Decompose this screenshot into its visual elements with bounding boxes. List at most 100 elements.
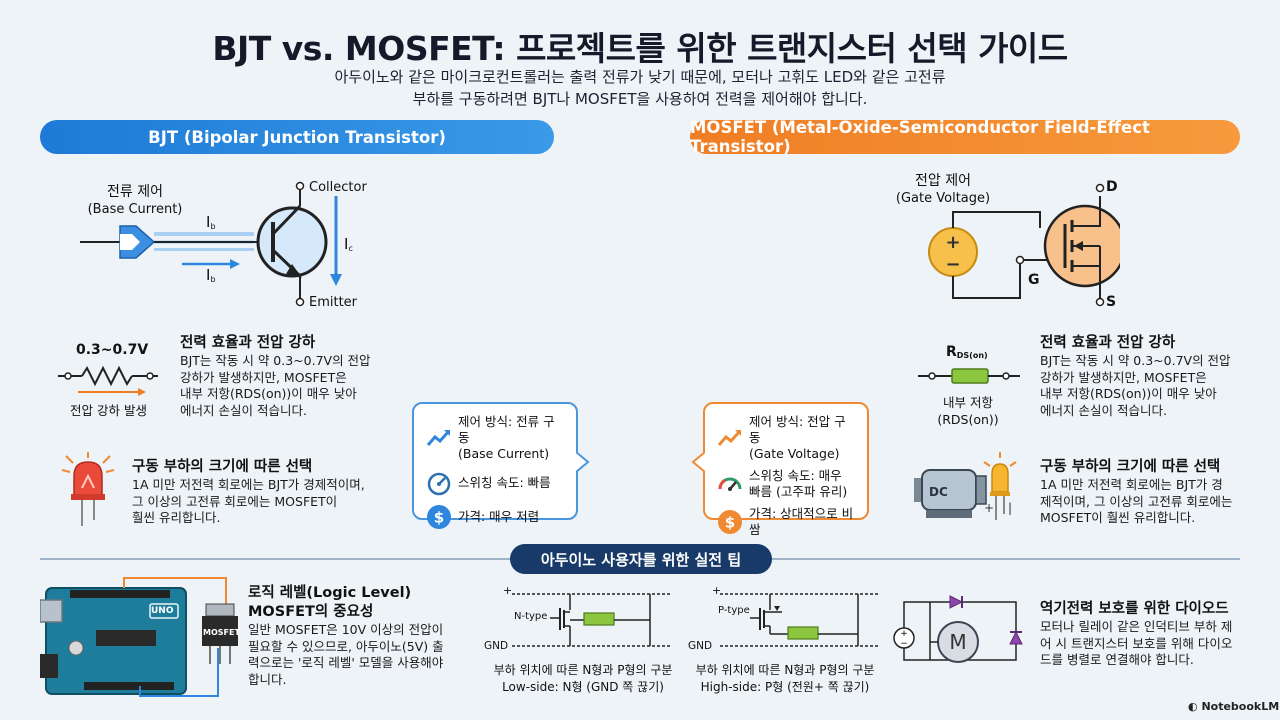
bjt-ib-bottom-label: Ib [206, 266, 216, 285]
mosfet-efficiency-body-4: 에너지 손실이 적습니다. [1040, 402, 1167, 418]
mosfet-card-pointer [691, 452, 705, 472]
mosfet-section-header: MOSFET (Metal-Oxide-Semiconductor Field-… [690, 118, 1240, 156]
flyback-diode-circuit: + − M [893, 595, 1023, 663]
diode-title: 역기전력 보호를 위한 다이오드 [1040, 601, 1229, 617]
bjt-control-label: 전류 제어 (Base Current) [70, 184, 200, 218]
logic-level-body-2: 필요할 수 있으므로, 아두이노(5V) 출 [248, 638, 444, 654]
notebooklm-watermark: ◐ NotebookLM [1188, 700, 1279, 713]
bjt-card-control-row: 제어 방식: 전류 구동 (Base Current) [426, 414, 564, 462]
vdrop-value: 0.3~0.7V [76, 342, 149, 358]
collector-label: Collector [309, 180, 367, 195]
subtitle-line-1: 아두이노와 같은 마이크로컨트롤러는 출력 전류가 낮기 때문에, 모터나 고휘… [334, 68, 946, 86]
vdrop-caption: 전압 강하 발생 [70, 403, 147, 418]
rds-label: RDS(on) [946, 344, 988, 360]
svg-text:+: + [984, 501, 994, 515]
mosfet-efficiency-body-2: 강하가 발생하지만, MOSFET은 [1040, 369, 1207, 385]
bjt-efficiency-body-4: 에너지 손실이 적습니다. [180, 402, 307, 418]
mosfet-load-block: 구동 부하의 크기에 따른 선택 1A 미만 저전력 회로에는 BJT가 경 제… [1040, 458, 1260, 527]
bjt-ib-top-label: Ib [206, 213, 216, 232]
dc-motor-label: DC [929, 485, 948, 499]
bjt-card-control-text: 제어 방식: 전류 구동 (Base Current) [458, 414, 564, 462]
mosfet-source-label: S [1106, 294, 1117, 310]
mosfet-efficiency-body-1: BJT는 작동 시 약 0.3~0.7V의 전압 [1040, 353, 1231, 368]
bjt-card-pointer [576, 452, 590, 472]
speedometer-icon [718, 477, 742, 491]
bjt-card-price-row: $ 가격: 매우 저렴 [426, 504, 564, 530]
trend-up-icon [717, 429, 742, 446]
bjt-control-title: 전류 제어 [107, 184, 163, 200]
mosfet-card-control-sub: (Gate Voltage) [749, 446, 840, 461]
resistor-vdrop-icon [58, 365, 158, 396]
mosfet-diagram: + − [928, 183, 1120, 307]
svg-text:−: − [900, 639, 908, 649]
p-type-label: P-type [718, 605, 750, 616]
bjt-card-speed-row: 스위칭 속도: 빠름 [426, 470, 564, 496]
dollar-coin-icon: $ [718, 510, 742, 534]
p-plus-label: + [712, 584, 722, 597]
mosfet-card-speed-row: 스위칭 속도: 매우 빠름 (고주파 유리) [717, 468, 855, 500]
logic-level-title-1: 로직 레벨(Logic Level) [248, 585, 412, 601]
diode-body-3: 드를 병렬로 연결해야 합니다. [1040, 652, 1194, 667]
tips-section-header: 아두이노 사용자를 위한 실전 팁 [510, 544, 772, 574]
notebooklm-logo-icon: ◐ [1188, 700, 1202, 713]
emitter-label: Emitter [309, 295, 358, 310]
n-caption-2: Low-side: N형 (GND 쪽 끊기) [502, 680, 664, 694]
mosfet-card-speed-text: 스위칭 속도: 매우 빠름 (고주파 유리) [749, 468, 847, 500]
n-type-caption: 부하 위치에 따른 N형과 P형의 구분 Low-side: N형 (GND 쪽… [468, 662, 698, 696]
mosfet-chip-label: MOSFET [203, 628, 240, 637]
mosfet-card-speed-1: 스위칭 속도: 매우 [749, 468, 842, 483]
mosfet-efficiency-block: 전력 효율과 전압 강하 BJT는 작동 시 약 0.3~0.7V의 전압 강하… [1040, 334, 1260, 419]
notebooklm-label: NotebookLM [1201, 700, 1280, 713]
bjt-efficiency-block: 전력 효율과 전압 강하 BJT는 작동 시 약 0.3~0.7V의 전압 강하… [180, 334, 400, 419]
mosfet-card-control-row: 제어 방식: 전압 구동 (Gate Voltage) [717, 414, 855, 462]
mosfet-card-speed-2: 빠름 (고주파 유리) [749, 484, 848, 499]
mosfet-card-control: 제어 방식: 전압 구동 [749, 414, 846, 445]
logic-level-body-1: 일반 MOSFET은 10V 이상의 전압이 [248, 622, 444, 637]
n-gnd-label: GND [484, 640, 509, 652]
n-caption-1: 부하 위치에 따른 N형과 P형의 구분 [493, 663, 673, 677]
mosfet-card-price-row: $ 가격: 상대적으로 비쌈 [717, 506, 855, 538]
mosfet-gate-label: G [1028, 272, 1040, 288]
arduino-uno-label: UNO [151, 606, 174, 616]
logic-level-block: 로직 레벨(Logic Level) MOSFET의 중요성 일반 MOSFET… [248, 584, 478, 688]
mosfet-load-body-1: 1A 미만 저전력 회로에는 BJT가 경 [1040, 477, 1223, 492]
logic-level-body-3: 력으로는 '로직 레벨' 모델을 사용해야 [248, 655, 444, 670]
mosfet-efficiency-title: 전력 효율과 전압 강하 [1040, 335, 1176, 351]
diode-body-1: 모터나 릴레이 같은 인덕티브 부하 제 [1040, 619, 1233, 634]
bjt-ic-label: Ic [344, 235, 353, 254]
bjt-load-block: 구동 부하의 크기에 따른 선택 1A 미만 저전력 회로에는 BJT가 경제적… [132, 458, 382, 527]
mosfet-load-title: 구동 부하의 크기에 따른 선택 [1040, 459, 1221, 475]
logic-level-body-4: 합니다. [248, 671, 287, 687]
dc-motor-icon: + | [914, 452, 1017, 520]
n-type-label: N-type [514, 611, 548, 622]
bjt-load-body-2: 그 이상의 고전류 회로에는 MOSFET이 [132, 493, 338, 509]
mosfet-load-body-3: MOSFET이 훨씬 유리합니다. [1040, 510, 1196, 525]
bjt-diagram [80, 181, 342, 307]
mosfet-efficiency-body-3: 내부 저항(RDS(on))이 매우 낮아 [1040, 386, 1217, 401]
dollar-coin-icon: $ [427, 505, 451, 529]
mosfet-control-sub: (Gate Voltage) [895, 191, 991, 206]
p-type-caption: 부하 위치에 따른 N형과 P형의 구분 High-side: P형 (전원+ … [670, 662, 900, 696]
logic-level-title-2: MOSFET의 중요성 [248, 604, 374, 620]
diode-body-2: 어 시 트랜지스터 보호를 위해 다이오 [1040, 635, 1233, 651]
page-subtitle: 아두이노와 같은 마이크로컨트롤러는 출력 전류가 낮기 때문에, 모터나 고휘… [240, 66, 1040, 110]
p-caption-2: High-side: P형 (전원+ 쪽 끊기) [700, 680, 870, 694]
bjt-efficiency-body-2: 강하가 발생하지만, MOSFET은 [180, 369, 347, 385]
mosfet-control-label: 전압 제어 (Gate Voltage) [878, 173, 1008, 207]
mosfet-summary-card: 제어 방식: 전압 구동 (Gate Voltage) 스위칭 속도: 매우 빠… [703, 402, 869, 537]
bjt-efficiency-title: 전력 효율과 전압 강하 [180, 335, 316, 351]
mosfet-control-title: 전압 제어 [915, 173, 971, 189]
subtitle-line-2: 부하를 구동하려면 BJT나 MOSFET을 사용하여 전력을 제어해야 합니다… [412, 90, 868, 108]
bjt-card-control-sub: (Base Current) [458, 446, 550, 461]
speedometer-icon [427, 472, 451, 496]
bjt-card-price: 가격: 매우 저렴 [458, 509, 540, 524]
led-icon [61, 452, 115, 526]
flyback-diode-block: 역기전력 보호를 위한 다이오드 모터나 릴레이 같은 인덕티브 부하 제 어 … [1040, 600, 1260, 669]
svg-text:+: + [945, 232, 960, 253]
rds-caption-2: (RDS(on)) [937, 412, 999, 427]
bjt-load-body-3: 훨씬 유리합니다. [132, 510, 221, 525]
svg-text:|: | [1008, 501, 1012, 515]
mosfet-card-control-text: 제어 방식: 전압 구동 (Gate Voltage) [749, 414, 855, 462]
rds-resistor-icon [918, 368, 1020, 384]
n-type-lowside-circuit [512, 593, 670, 647]
